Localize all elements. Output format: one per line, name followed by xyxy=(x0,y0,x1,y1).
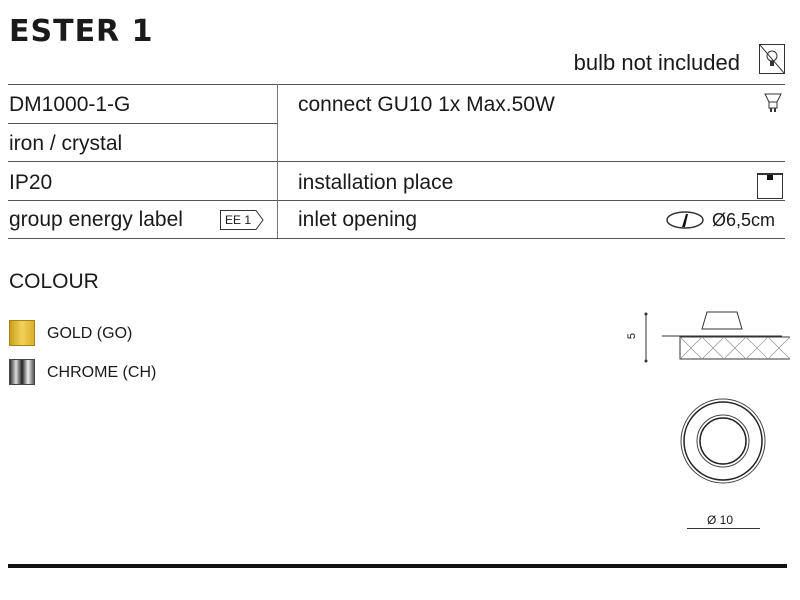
column-divider xyxy=(277,84,278,238)
energy-badge: EE 1 xyxy=(220,210,264,230)
bottom-rule xyxy=(8,564,787,568)
product-title: ESTER 1 xyxy=(9,14,154,49)
colour-heading: COLOUR xyxy=(9,270,99,293)
material: iron / crystal xyxy=(9,132,123,155)
ceiling-installation-icon xyxy=(757,173,783,204)
divider xyxy=(8,84,785,85)
inlet-opening: inlet opening xyxy=(298,208,418,231)
divider xyxy=(8,161,785,162)
gold-swatch xyxy=(9,320,35,346)
inlet-opening-icon xyxy=(665,210,705,235)
colour-chrome: CHROME (CH) xyxy=(47,364,157,381)
top-view-drawing xyxy=(678,396,768,491)
product-code: DM1000-1-G xyxy=(9,93,131,116)
bulb-note: bulb not included xyxy=(573,50,740,75)
divider xyxy=(8,238,785,239)
inlet-diameter: Ø6,5cm xyxy=(712,210,776,230)
bulb-not-included-icon xyxy=(759,44,785,74)
divider xyxy=(8,123,277,124)
colour-gold: GOLD (GO) xyxy=(47,325,133,342)
energy-label: group energy label xyxy=(9,208,183,231)
diameter-line xyxy=(687,528,760,529)
chrome-swatch xyxy=(9,359,35,385)
installation-place: installation place xyxy=(298,171,454,194)
divider xyxy=(8,200,785,201)
gu10-bulb-icon xyxy=(764,92,782,119)
connect-spec: connect GU10 1x Max.50W xyxy=(298,93,555,116)
side-view-drawing xyxy=(630,300,793,385)
height-dimension: 5 xyxy=(626,332,639,340)
diameter-dimension: Ø 10 xyxy=(707,513,734,527)
ip-rating: IP20 xyxy=(9,171,53,194)
